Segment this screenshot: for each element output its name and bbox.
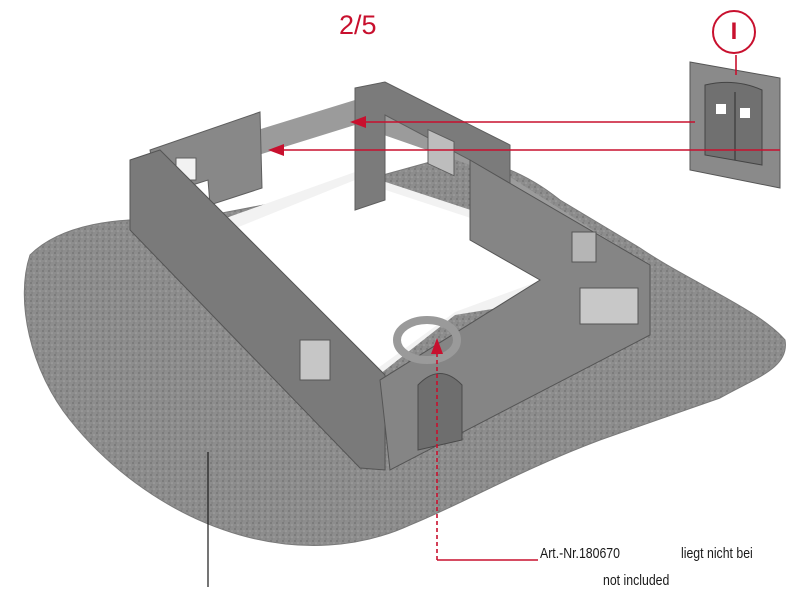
right-wall-window-2 [571, 231, 597, 263]
right-wall-window-1 [579, 287, 639, 325]
floor-strip [160, 100, 640, 275]
not-included-cut-note: not included [603, 572, 670, 589]
back-window [427, 128, 455, 177]
step-label: 2/5 [339, 10, 377, 40]
left-wall-window [299, 339, 331, 381]
tower-ring [393, 316, 461, 364]
arrow-head-back-wall [350, 116, 366, 128]
not-included-note: liegt nicht bei [681, 545, 753, 562]
part-badge: I [712, 10, 756, 54]
arrow-head-ring [431, 338, 443, 354]
left-wall [129, 149, 386, 471]
gate-arch [417, 373, 463, 451]
arrow-head-left-wall [268, 144, 284, 156]
assembly-arrows [268, 55, 780, 561]
article-number-note: Art.-Nr.180670 [540, 545, 621, 562]
part-i-panel [689, 61, 781, 189]
